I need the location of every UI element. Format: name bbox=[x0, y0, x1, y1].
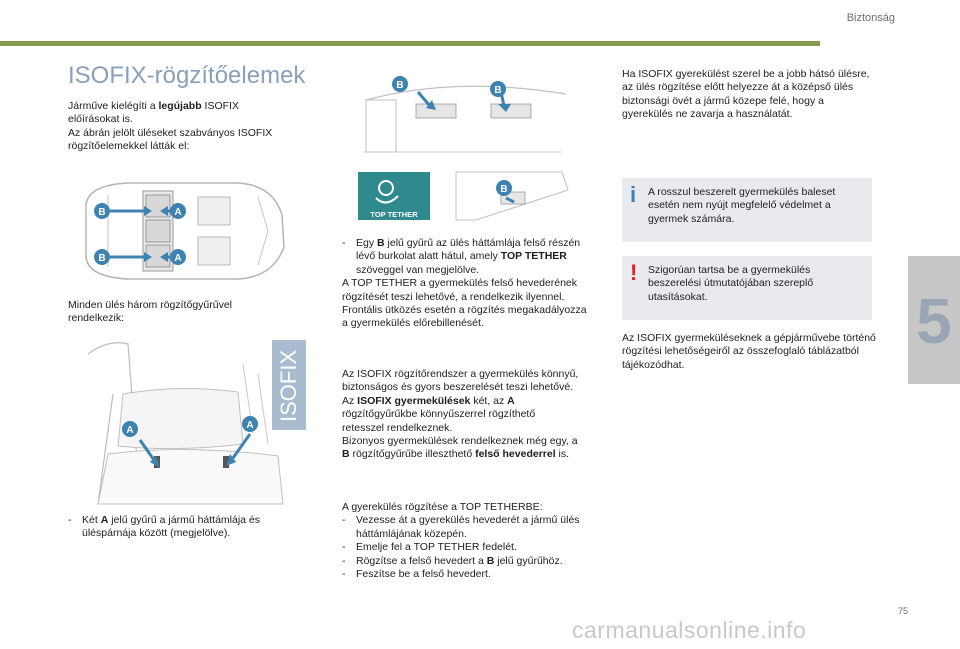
marker-b-label: B bbox=[98, 253, 105, 264]
marker-a-label: A bbox=[126, 425, 133, 436]
warning-icon: ! bbox=[630, 260, 638, 285]
rings-paragraph: Minden ülés három rögzítőgyűrűvel rendel… bbox=[68, 299, 233, 325]
isofix-tab-label: ISOFIX bbox=[276, 350, 301, 422]
page-number: 75 bbox=[898, 606, 909, 616]
col3-paragraph-1: Ha ISOFIX gyerekülést szerel be a jobb h… bbox=[622, 68, 870, 121]
watermark: carmanualsonline.info bbox=[572, 617, 807, 643]
marker-a-label: A bbox=[174, 207, 181, 218]
col2-text-steps: A gyerekülés rögzítése a TOP TETHERBE: V… bbox=[342, 501, 580, 582]
info-note: i A rosszul beszerelt gyermekülés balese… bbox=[622, 178, 872, 242]
chapter-tab: 5 bbox=[908, 256, 960, 384]
marker-b-label: B bbox=[98, 207, 105, 218]
warning-note-text: Szigorúan tartsa be a gyermekülés beszer… bbox=[648, 264, 814, 303]
col2-text-middle: Az ISOFIX rögzítőrendszer a gyermekülés … bbox=[342, 368, 579, 461]
warning-note: ! Szigorúan tartsa be a gyermekülés besz… bbox=[622, 256, 872, 320]
col3-paragraph-2: Az ISOFIX gyermeküléseknek a gépjárműveb… bbox=[622, 332, 876, 371]
section-label: Biztonság bbox=[846, 12, 895, 24]
marker-a-label: A bbox=[246, 420, 253, 431]
top-tether-label: TOP TETHER bbox=[370, 210, 418, 219]
car-top-view-diagram: B B A A bbox=[85, 182, 285, 280]
marker-b-label: B bbox=[494, 85, 501, 96]
header-rule bbox=[0, 41, 820, 46]
rear-seat-isofix-diagram: A A ISOFIX bbox=[87, 340, 306, 505]
bullet-a: Két A jelű gyűrű a jármű háttámlája és ü… bbox=[68, 514, 300, 541]
info-icon: i bbox=[630, 182, 637, 207]
chapter-number: 5 bbox=[916, 285, 952, 357]
info-note-text: A rosszul beszerelt gyermekülés baleset … bbox=[648, 186, 836, 225]
col2-text-top: Egy B jelű gyűrű az ülés háttámlája fels… bbox=[342, 237, 592, 331]
marker-a-label: A bbox=[174, 253, 181, 264]
top-tether-diagram: B B TOP TETHER B bbox=[358, 76, 569, 221]
page-title: ISOFIX-rögzítőelemek bbox=[68, 62, 306, 89]
marker-b-label: B bbox=[396, 80, 403, 91]
intro-paragraph: Járműve kielégíti a legújabb ISOFIX előí… bbox=[68, 100, 273, 153]
marker-b-label: B bbox=[500, 184, 507, 195]
